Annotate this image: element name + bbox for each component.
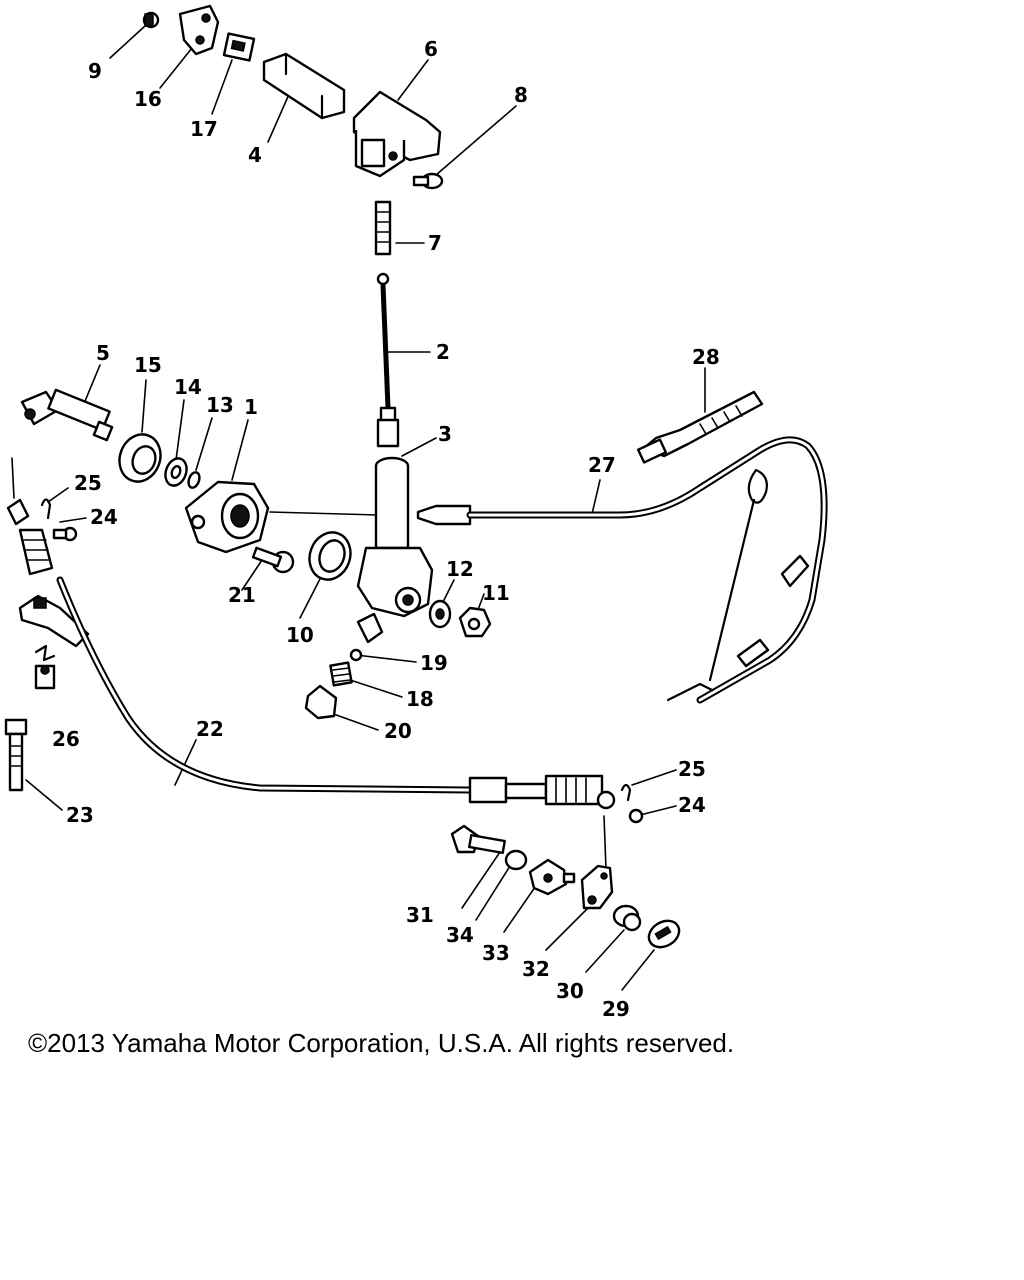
- callout-6: 6: [424, 37, 438, 61]
- callout-2: 2: [436, 340, 450, 364]
- spring-18: [329, 661, 353, 687]
- pin-25-top: [40, 498, 52, 520]
- pin-24-top: [52, 526, 78, 542]
- callout-22: 22: [196, 717, 224, 741]
- callout-8: 8: [514, 83, 528, 107]
- callout-numbers: 9 16 17 4 6 8 7 2 3 28 27 5 15 14 13 1 2…: [52, 37, 720, 1021]
- screw-9: [142, 11, 160, 29]
- rod-2: [376, 272, 400, 448]
- bolt-31: [450, 824, 506, 855]
- callout-25-top: 25: [74, 471, 102, 495]
- callout-14: 14: [174, 375, 202, 399]
- ball-19: [349, 648, 363, 662]
- callout-20: 20: [384, 719, 412, 743]
- housing-1: [184, 480, 270, 554]
- callout-7: 7: [428, 231, 442, 255]
- shaft-5: [20, 388, 114, 442]
- callout-32: 32: [522, 957, 550, 981]
- fitting-26: [34, 644, 56, 690]
- bolt-8: [412, 172, 444, 190]
- callout-16: 16: [134, 87, 162, 111]
- callout-12: 12: [446, 557, 474, 581]
- bolt-21: [251, 546, 295, 574]
- stud-7: [374, 200, 392, 256]
- copyright-notice: ©2013 Yamaha Motor Corporation, U.S.A. A…: [28, 1028, 735, 1058]
- nut-11: [458, 606, 492, 638]
- callout-28: 28: [692, 345, 720, 369]
- collar-30: [612, 904, 642, 932]
- cable-22: [56, 576, 616, 810]
- pin-25-bottom: [620, 783, 632, 802]
- ring-15: [118, 433, 162, 483]
- lever-32: [580, 864, 614, 910]
- pad-17: [222, 32, 256, 62]
- washer-12: [428, 599, 452, 629]
- cap-29: [647, 919, 681, 949]
- plate-16: [178, 4, 220, 56]
- washer-14: [164, 457, 188, 487]
- callout-24-top: 24: [90, 505, 118, 529]
- callout-5: 5: [96, 341, 110, 365]
- cable-28: [636, 390, 764, 464]
- pin-24-bottom: [628, 808, 644, 824]
- handle-6: [352, 90, 442, 178]
- callout-3: 3: [438, 422, 452, 446]
- bracket-33: [528, 858, 576, 896]
- rod-end-left: [6, 498, 90, 648]
- block-4: [262, 52, 346, 120]
- callout-10: 10: [286, 623, 314, 647]
- callout-33: 33: [482, 941, 510, 965]
- oring-13: [187, 471, 201, 489]
- cable-27: [416, 436, 828, 704]
- callout-18: 18: [406, 687, 434, 711]
- callout-26: 26: [52, 727, 80, 751]
- callout-19: 19: [420, 651, 448, 675]
- washer-34: [504, 849, 528, 871]
- callout-17: 17: [190, 117, 218, 141]
- callout-21: 21: [228, 583, 256, 607]
- callout-31: 31: [406, 903, 434, 927]
- callout-13: 13: [206, 393, 234, 417]
- callout-9: 9: [88, 59, 102, 83]
- seal-10: [308, 531, 352, 581]
- callout-30: 30: [556, 979, 584, 1003]
- callout-15: 15: [134, 353, 162, 377]
- callout-34: 34: [446, 923, 474, 947]
- callout-25-bottom: 25: [678, 757, 706, 781]
- cap-20: [304, 684, 338, 720]
- callout-11: 11: [482, 581, 510, 605]
- callout-4: 4: [248, 143, 262, 167]
- bracket-3: [356, 456, 434, 644]
- callout-23: 23: [66, 803, 94, 827]
- callout-29: 29: [602, 997, 630, 1021]
- bolt-23: [4, 718, 28, 792]
- callout-27: 27: [588, 453, 616, 477]
- callout-24-bottom: 24: [678, 793, 706, 817]
- callout-1: 1: [244, 395, 258, 419]
- parts-diagram: 9 16 17 4 6 8 7 2 3 28 27 5 15 14 13 1 2…: [4, 4, 828, 1021]
